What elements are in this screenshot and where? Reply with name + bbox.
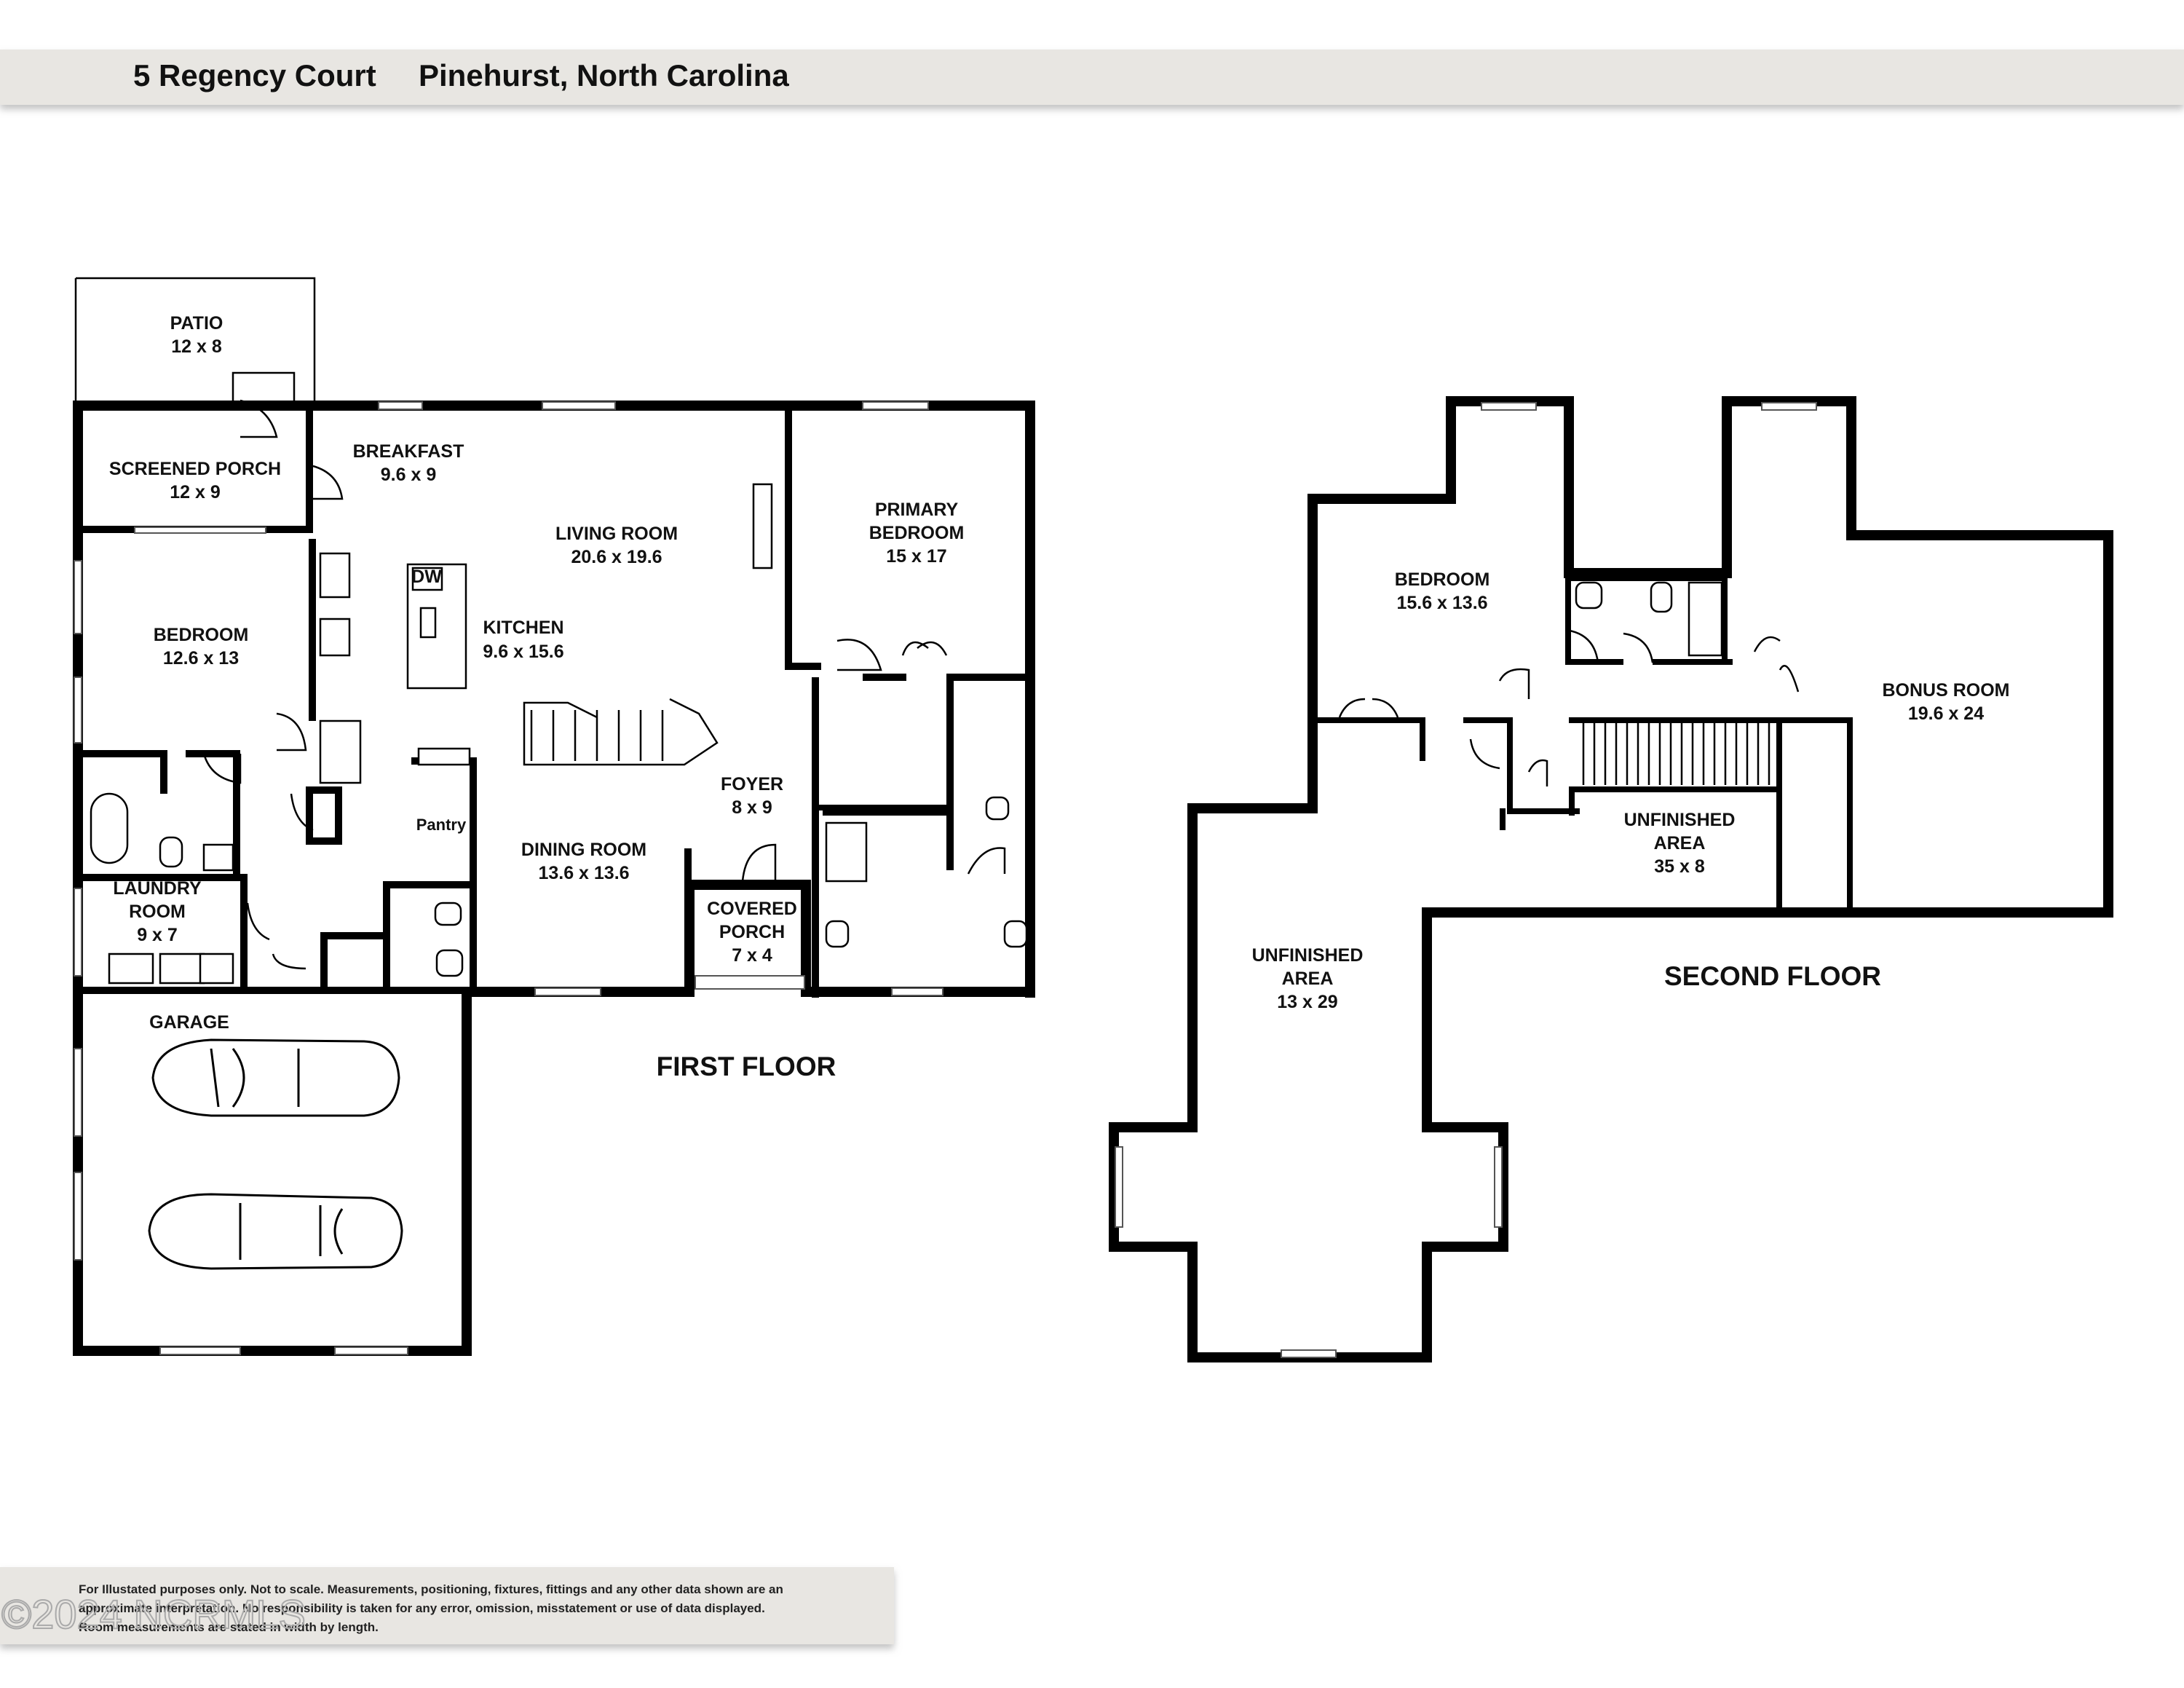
first-floor-plan: PATIO 12 x 8 SCREENED PORCH 12 x 9 BREAK… (73, 277, 1035, 1356)
foyer-size: 8 x 9 (732, 797, 772, 818)
bedroom-label: BEDROOM (154, 625, 249, 645)
unfinished-area-lower-label-1: UNFINISHED (1252, 945, 1364, 966)
foyer-label: FOYER (721, 774, 783, 794)
first-floor-fixtures (90, 483, 1028, 985)
unfinished-area-lower-size: 13 x 29 (1277, 992, 1337, 1012)
patio-outline (74, 277, 316, 406)
laundry-room-label-1: LAUNDRY (113, 878, 202, 899)
watermark: ©2024 NCRMLS (1, 1591, 306, 1637)
second-floor-doors (1338, 628, 1800, 786)
second-floor-title: SECOND FLOOR (1664, 961, 1881, 991)
kitchen-size: 9.6 x 15.6 (483, 642, 563, 662)
unfinished-area-lower-label-2: AREA (1282, 969, 1334, 989)
bedroom-size: 12.6 x 13 (163, 648, 239, 669)
address-label: 5 Regency Court (133, 58, 376, 92)
living-room-size: 20.6 x 19.6 (571, 547, 662, 567)
second-floor-fixtures (1575, 581, 1770, 785)
living-room-label: LIVING ROOM (555, 524, 678, 544)
primary-bedroom-label-1: PRIMARY (875, 500, 959, 520)
breakfast-label: BREAKFAST (353, 441, 464, 462)
upper-bedroom-size: 15.6 x 13.6 (1396, 593, 1487, 613)
upper-bedroom-label: BEDROOM (1395, 569, 1490, 590)
covered-porch-size: 7 x 4 (732, 945, 772, 966)
disclaimer-line-2: approximate interpretation. No responsib… (79, 1601, 765, 1615)
primary-bedroom-size: 15 x 17 (886, 546, 946, 567)
dining-room-size: 13.6 x 13.6 (538, 863, 629, 883)
disclaimer-line-3: Room measurements are stated in width by… (79, 1620, 379, 1634)
laundry-room-label-2: ROOM (129, 902, 186, 922)
garage-label: GARAGE (149, 1012, 229, 1033)
bonus-room-label: BONUS ROOM (1883, 680, 2010, 701)
header-bar: 5 Regency Court Pinehurst, North Carolin… (0, 50, 2184, 105)
second-floor-windows (1115, 402, 1817, 1358)
unfinished-area-upper-label-2: AREA (1654, 833, 1706, 853)
laundry-room-size: 9 x 7 (137, 925, 178, 945)
bathtub (90, 792, 129, 864)
dining-room-label: DINING ROOM (521, 840, 646, 860)
garage-cars (148, 1038, 403, 1270)
pantry-label: Pantry (416, 816, 467, 834)
first-floor-title: FIRST FLOOR (657, 1052, 836, 1081)
patio-label: PATIO (170, 313, 223, 334)
unfinished-area-upper-size: 35 x 8 (1654, 856, 1705, 877)
disclaimer-box: For Illustated purposes only. Not to sca… (0, 1567, 894, 1644)
second-floor-plan: BEDROOM 15.6 x 13.6 BONUS ROOM 19.6 x 24… (1109, 396, 2113, 1362)
first-floor-doors (202, 399, 1006, 970)
screened-porch-size: 12 x 9 (170, 482, 221, 502)
second-floor-labels: BEDROOM 15.6 x 13.6 BONUS ROOM 19.6 x 24… (1252, 569, 2010, 1012)
unfinished-area-upper-label-1: UNFINISHED (1624, 810, 1736, 830)
primary-bedroom-label-2: BEDROOM (869, 523, 965, 543)
screened-porch-label: SCREENED PORCH (109, 459, 281, 479)
bonus-room-size: 19.6 x 24 (1908, 703, 1984, 724)
dishwasher-label: DW (411, 567, 442, 587)
kitchen-label: KITCHEN (483, 618, 563, 638)
first-floor-labels: PATIO 12 x 8 SCREENED PORCH 12 x 9 BREAK… (109, 313, 964, 1081)
city-label: Pinehurst, North Carolina (419, 58, 789, 92)
patio-size: 12 x 8 (171, 336, 222, 357)
breakfast-size: 9.6 x 9 (381, 465, 436, 485)
disclaimer-line-1: For Illustated purposes only. Not to sca… (79, 1582, 783, 1596)
second-floor-walls (1109, 396, 2113, 1362)
first-floor-windows (74, 401, 943, 1355)
covered-porch-label-1: COVERED (707, 899, 797, 919)
covered-porch-label-2: PORCH (719, 922, 785, 942)
